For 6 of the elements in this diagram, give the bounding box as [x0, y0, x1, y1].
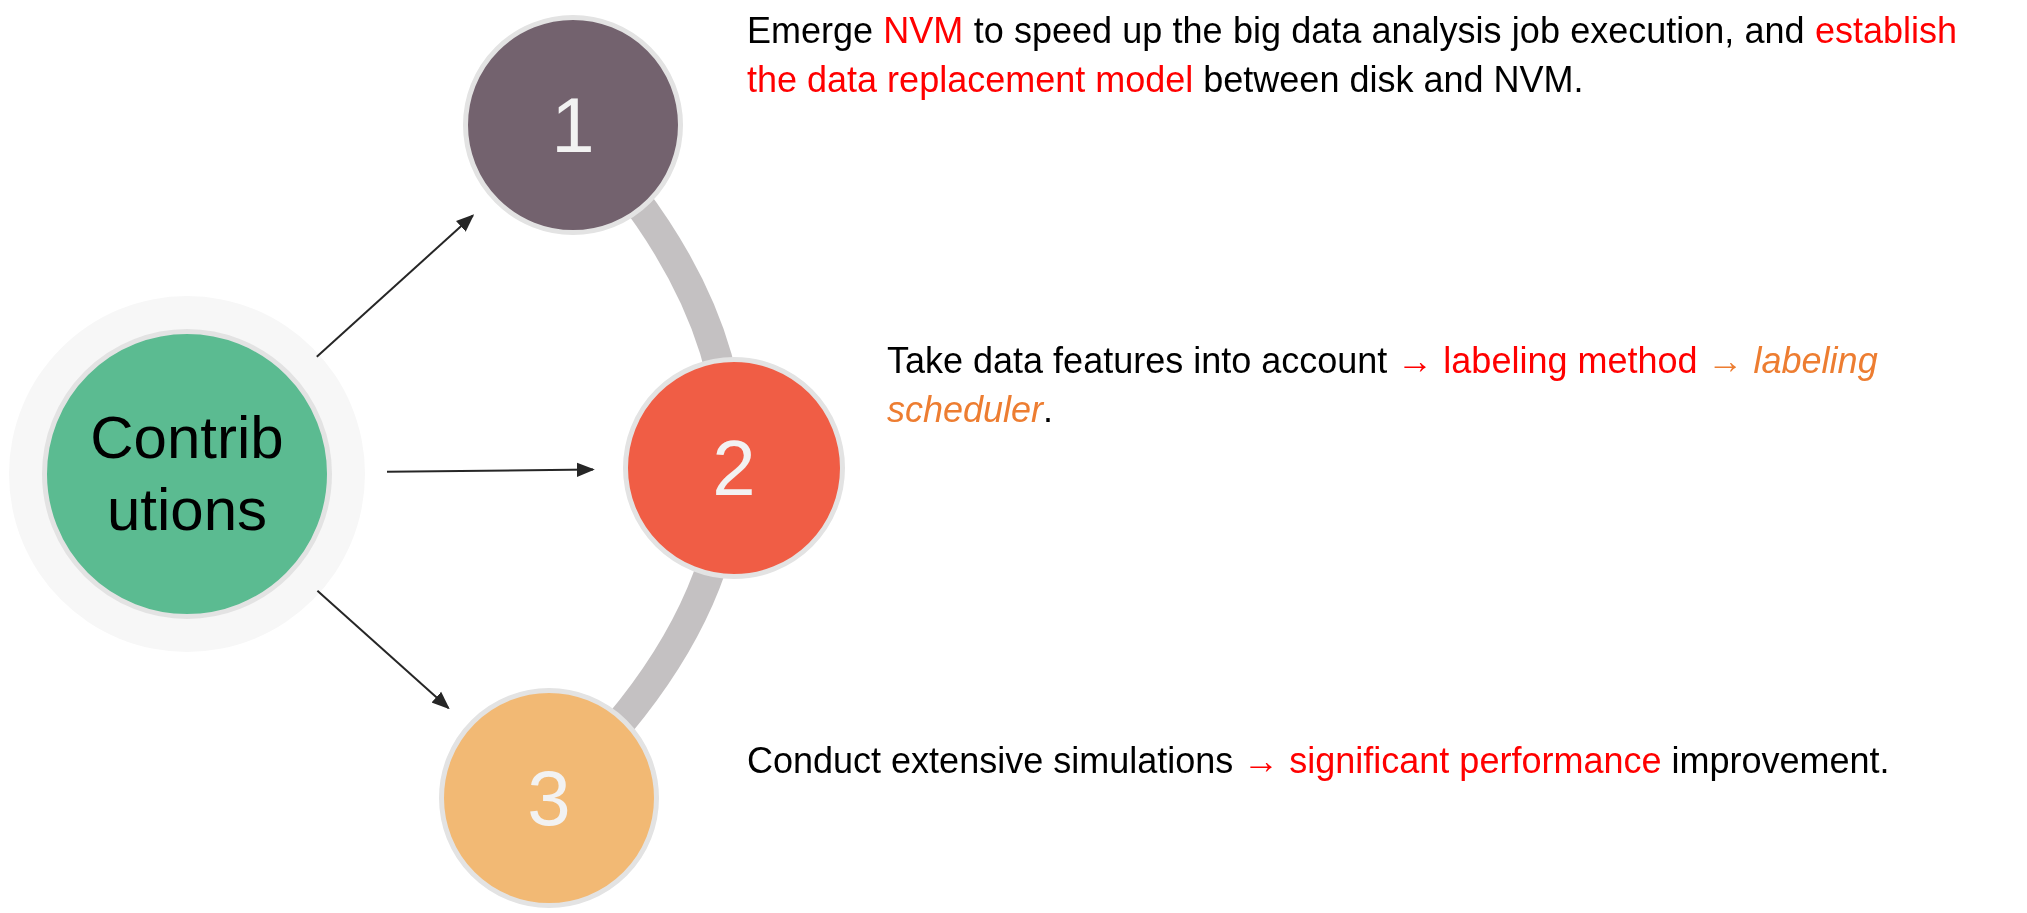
description-text: Conduct extensive simulations → significant performance improvement.	[747, 739, 1891, 783]
description-text: Emerge NVM to speed up the big data analysis job execution, and establish the data replacement model between disk and NVM.	[747, 9, 1957, 102]
arrow	[316, 589, 450, 710]
arrow	[386, 462, 595, 477]
arrow	[315, 214, 475, 358]
description-text: Take data features into account → labeling method → labeling scheduler.	[887, 339, 1879, 432]
